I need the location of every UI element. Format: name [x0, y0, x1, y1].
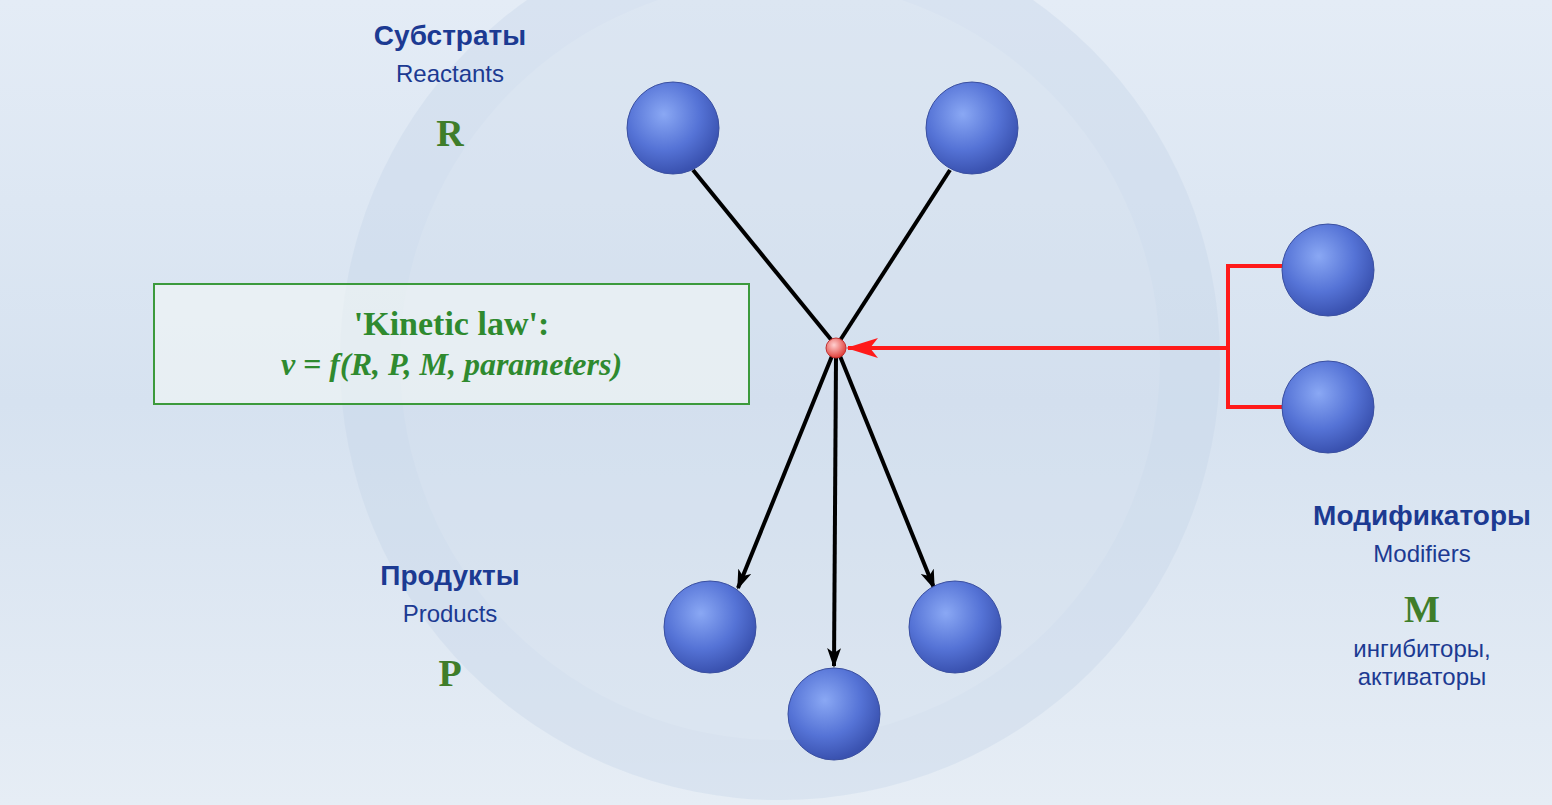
reaction-dot	[826, 338, 846, 358]
species-circles	[627, 82, 1374, 760]
group-heading: Субстраты	[320, 20, 580, 52]
group-symbol: M	[1372, 588, 1472, 632]
product-arrows	[738, 356, 934, 666]
law-heading: 'Kinetic law':	[354, 304, 549, 345]
group-subheading: Products	[320, 600, 580, 628]
law-formula: v = f(R, P, M, parameters)	[281, 345, 622, 383]
kinetic-law-box: 'Kinetic law':v = f(R, P, M, parameters)	[153, 283, 750, 405]
group-subheading: Reactants	[320, 60, 580, 88]
group-symbol: P	[400, 652, 500, 696]
group-subheading: Modifiers	[1294, 540, 1550, 568]
group-heading: Продукты	[320, 560, 580, 592]
group-heading: Модификаторы	[1294, 500, 1550, 532]
group-note: ингибиторы, активаторы	[1327, 635, 1517, 690]
modifier-bracket	[848, 266, 1282, 407]
group-symbol: R	[400, 112, 500, 156]
